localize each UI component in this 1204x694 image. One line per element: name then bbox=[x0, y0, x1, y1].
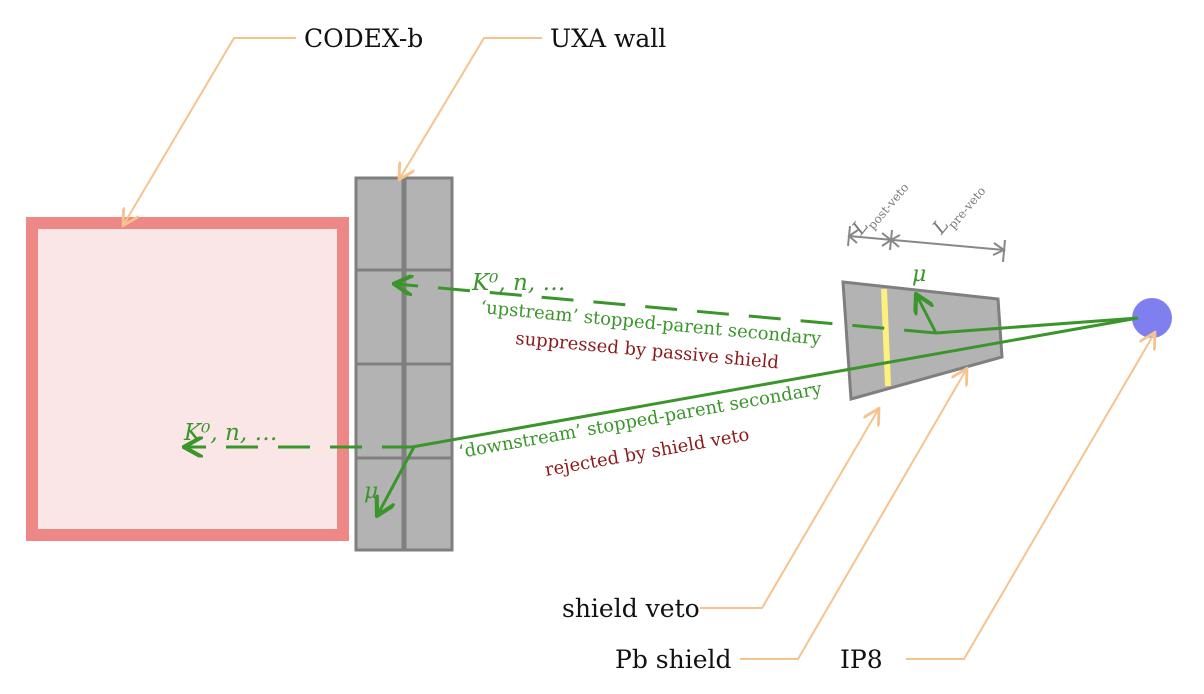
callout-lines bbox=[124, 37, 1154, 660]
shield-veto-layer bbox=[881, 288, 891, 387]
label-shield-veto: shield veto bbox=[562, 594, 700, 623]
label-post-veto: L post-veto bbox=[847, 181, 912, 240]
pb-shield bbox=[841, 280, 1004, 401]
uxa-wall bbox=[354, 176, 454, 552]
downstream-particles: K⁰, n, … bbox=[183, 420, 277, 446]
upstream-muon-label: μ bbox=[912, 262, 926, 287]
downstream-muon-label: μ bbox=[364, 479, 378, 504]
upstream-particles: K⁰, n, … bbox=[471, 270, 565, 296]
codex-b-detector bbox=[26, 217, 349, 541]
svg-text:pre-veto: pre-veto bbox=[945, 184, 988, 232]
muon-tracks bbox=[411, 316, 1139, 449]
svg-text:post-veto: post-veto bbox=[865, 181, 912, 233]
length-dimensions bbox=[847, 225, 1007, 263]
ip8-point bbox=[1132, 298, 1172, 338]
label-pb-shield: Pb shield bbox=[615, 645, 732, 674]
label-pre-veto: L pre-veto bbox=[928, 184, 989, 239]
label-uxa-wall: UXA wall bbox=[550, 24, 666, 53]
upstream-track bbox=[396, 284, 938, 335]
downstream-track bbox=[186, 447, 416, 514]
label-codex-b: CODEX-b bbox=[304, 24, 423, 53]
label-ip8: IP8 bbox=[840, 645, 883, 674]
